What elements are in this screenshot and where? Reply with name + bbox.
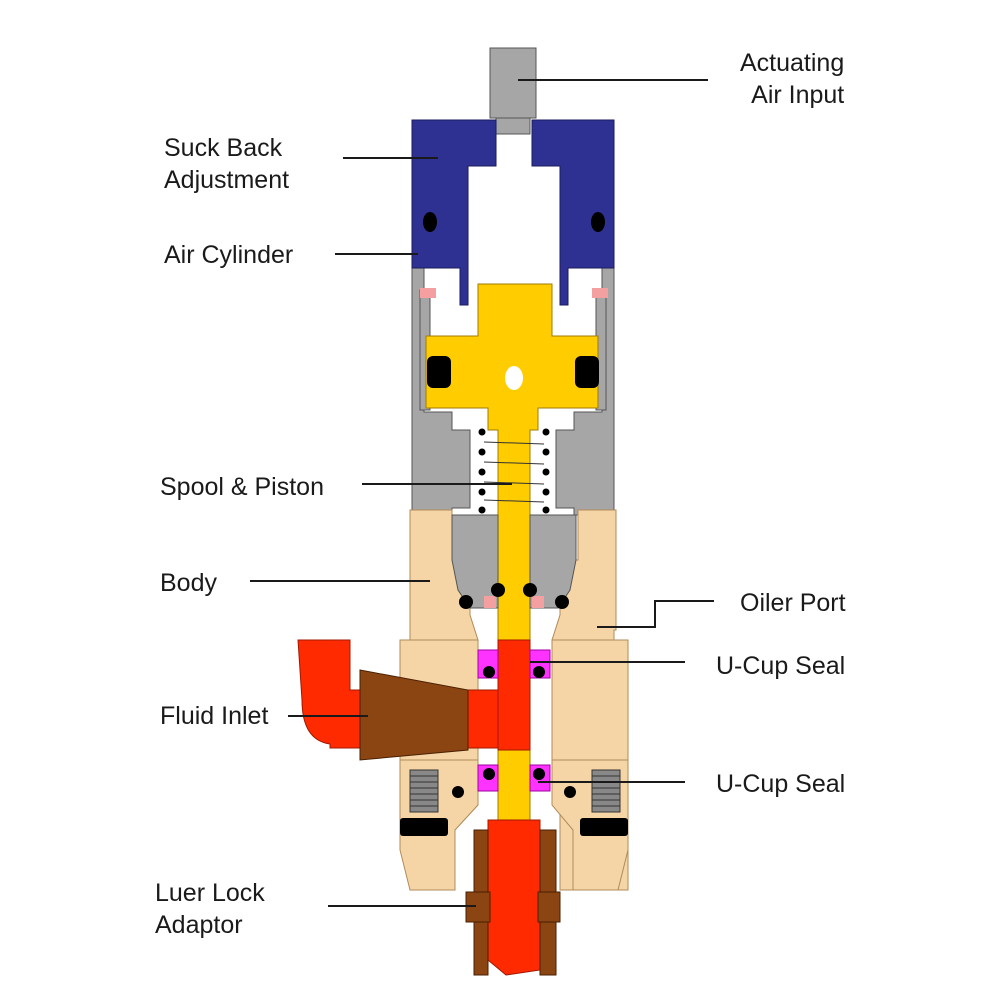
label-oiler-port: Oiler Port — [740, 589, 846, 617]
label-fluid-inlet: Fluid Inlet — [160, 702, 269, 730]
label-ucup-seal-upper: U-Cup Seal — [716, 652, 846, 680]
label-actuating-air-input: Actuating Air Input — [740, 49, 845, 109]
pink-seals — [420, 288, 608, 608]
label-luer-lock-adaptor: Luer Lock Adaptor — [155, 879, 265, 939]
air-input-stem — [489, 47, 537, 135]
body-gray-insert — [451, 514, 577, 609]
label-body: Body — [160, 569, 217, 597]
threaded-screws — [409, 769, 621, 813]
label-ucup-seal-lower: U-Cup Seal — [716, 770, 846, 798]
o-rings — [400, 212, 628, 836]
spring-coils — [478, 428, 550, 514]
leader-oiler-port — [597, 600, 714, 628]
label-air-cylinder: Air Cylinder — [164, 241, 294, 269]
brown-fittings — [359, 669, 561, 976]
label-spool-piston: Spool & Piston — [160, 473, 324, 501]
label-suck-back-adjustment: Suck Back Adjustment — [164, 134, 290, 194]
suck-back-adjustment-part — [411, 119, 615, 306]
leader-lines — [250, 79, 714, 907]
